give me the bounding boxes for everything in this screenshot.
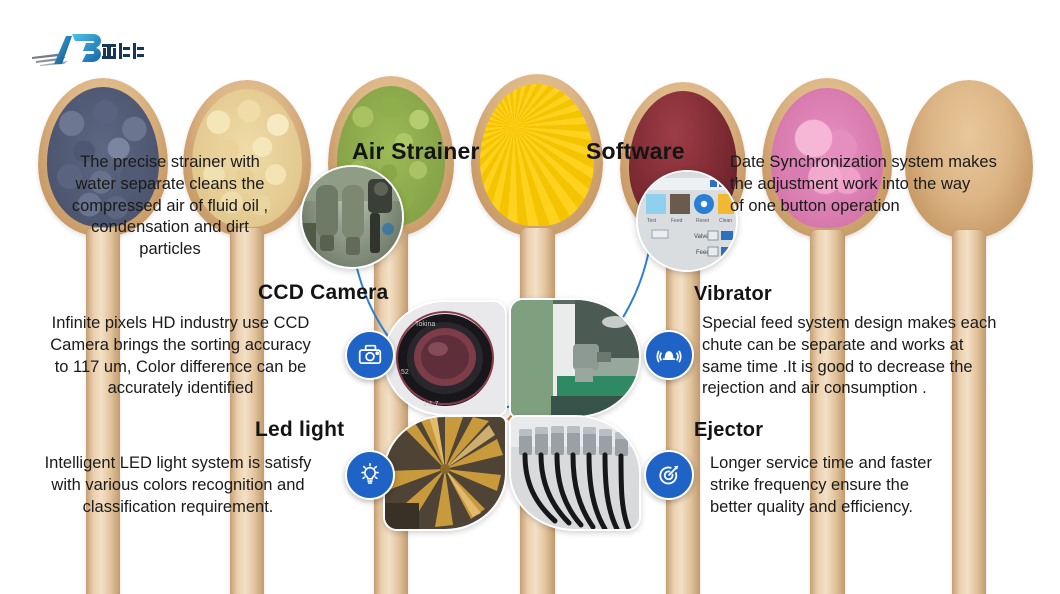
- svg-text:1:1.7: 1:1.7: [423, 401, 439, 408]
- body-line: compressed air of fluid oil ,: [71, 196, 269, 215]
- svg-text:Feed: Feed: [696, 250, 710, 256]
- body-line: Special feed system design makes each: [702, 314, 997, 332]
- body-ccd-camera: Infinite pixels HD industry use CCD Came…: [18, 313, 343, 400]
- svg-text:Feed: Feed: [671, 218, 683, 224]
- body-line: Camera brings the sorting accuracy: [50, 335, 311, 354]
- logo-letter-a: [54, 36, 72, 64]
- company-logo: [30, 30, 150, 72]
- body-line: chute can be separate and works at: [702, 335, 964, 354]
- ccd-camera-lens-photo: Tokina 1:1.7 52: [383, 300, 507, 416]
- heading-led-light: Led light: [255, 418, 345, 441]
- led-light-chute-photo: [383, 415, 507, 531]
- body-vibrator: Special feed system design makes each ch…: [702, 313, 1047, 400]
- svg-text:Valve: Valve: [694, 234, 709, 240]
- heading-ccd-camera: CCD Camera: [258, 281, 389, 304]
- svg-text:Test: Test: [647, 218, 657, 224]
- body-line: Date Synchronization system makes: [730, 153, 997, 171]
- body-line: water separate cleans the: [75, 174, 265, 193]
- logo-chinese-text: [102, 43, 144, 59]
- body-line: Infinite pixels HD industry use CCD: [51, 314, 310, 332]
- body-line: The precise strainer with: [80, 153, 260, 171]
- svg-text:52: 52: [401, 369, 409, 376]
- heading-software: Software: [586, 138, 685, 164]
- vibrator-feeder-photo: [509, 298, 641, 418]
- body-line: better quality and efficiency.: [710, 497, 914, 516]
- vibration-bell-icon: [656, 350, 682, 363]
- camera-icon-badge[interactable]: [345, 330, 395, 380]
- svg-text:Tokina: Tokina: [415, 321, 435, 328]
- target-arrow-icon-badge[interactable]: [644, 450, 694, 500]
- body-led-light: Intelligent LED light system is satisfy …: [14, 453, 342, 518]
- body-line: Longer service time and faster: [710, 454, 932, 472]
- body-line: particles: [139, 240, 201, 259]
- body-line: Intelligent LED light system is satisfy: [44, 454, 312, 472]
- air-filter-unit-photo: [300, 165, 404, 269]
- body-line: the adjustment work into the way: [730, 174, 971, 193]
- body-line: strike frequency ensure the: [710, 475, 910, 494]
- heading-vibrator: Vibrator: [694, 283, 772, 305]
- lightbulb-icon-badge[interactable]: [345, 450, 395, 500]
- body-line: condensation and dirt: [91, 218, 249, 237]
- body-software: Date Synchronization system makes the ad…: [730, 152, 1050, 217]
- svg-text:Reset: Reset: [696, 218, 710, 224]
- body-line: with various colors recognition and: [51, 475, 305, 494]
- heading-air-strainer: Air Strainer: [352, 138, 480, 164]
- logo-letter-b: [72, 34, 102, 62]
- ejector-valve-bank-photo: [509, 415, 641, 531]
- body-ejector: Longer service time and faster strike fr…: [710, 453, 1050, 518]
- lightbulb-icon: [361, 462, 379, 484]
- body-line: classification requirement.: [82, 497, 274, 516]
- vibration-bell-icon-badge[interactable]: [644, 330, 694, 380]
- body-air-strainer: The precise strainer with water separate…: [20, 152, 320, 261]
- target-arrow-icon: [659, 465, 679, 485]
- svg-text:Clean: Clean: [719, 218, 732, 224]
- camera-icon: [358, 344, 382, 364]
- body-line: same time .It is good to decrease the: [702, 357, 973, 376]
- heading-ejector: Ejector: [694, 419, 764, 441]
- body-line: of one button operation: [730, 196, 900, 215]
- body-line: rejection and air consumption .: [702, 379, 927, 398]
- body-line: to 117 um, Color difference can be: [54, 357, 307, 376]
- body-line: accurately identified: [107, 379, 254, 398]
